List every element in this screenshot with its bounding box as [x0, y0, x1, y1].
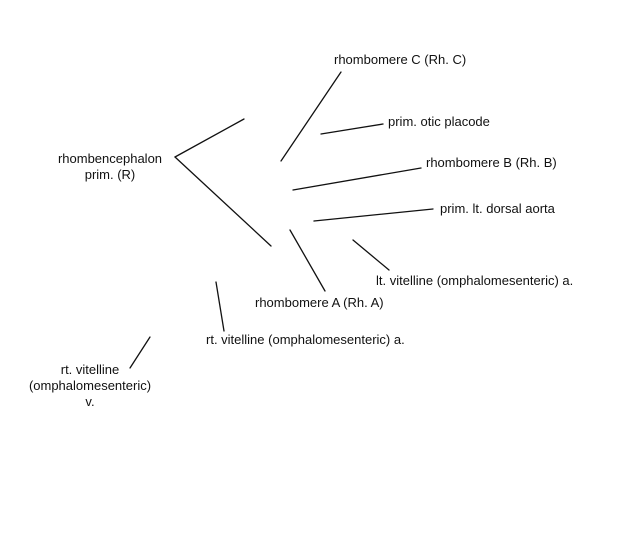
label-rt-vitelline-vein-line3: v.: [85, 394, 95, 409]
label-rhombomere-c: rhombomere C (Rh. C): [334, 52, 467, 67]
leader-otic-placode: [320, 123, 384, 135]
leader-rt-vitelline-artery: [215, 281, 225, 332]
label-rhombencephalon: rhombencephalon prim. (R): [51, 151, 169, 183]
label-rhombomere-b: rhombomere B (Rh. B): [426, 155, 557, 170]
leader-rhombomere-b: [292, 167, 422, 191]
label-dorsal-aorta: prim. lt. dorsal aorta: [440, 201, 555, 216]
label-otic-placode: prim. otic placode: [388, 114, 490, 129]
label-rhombencephalon-line2: prim. (R): [84, 167, 136, 182]
label-rt-vitelline-artery: rt. vitelline (omphalomesenteric) a.: [206, 332, 405, 347]
label-lt-vitelline-artery: lt. vitelline (omphalomesenteric) a.: [376, 273, 574, 288]
leader-lt-vitelline-artery: [352, 239, 390, 271]
label-rt-vitelline-vein: rt. vitelline (omphalomesenteric) v.: [14, 362, 166, 410]
label-rt-vitelline-vein-line1: rt. vitelline: [60, 362, 120, 377]
leader-dorsal-aorta: [313, 208, 434, 222]
leader-rhombencephalon-lower: [174, 156, 272, 247]
leader-rhombomere-a: [289, 229, 326, 292]
label-rhombencephalon-line1: rhombencephalon: [57, 151, 163, 166]
label-rt-vitelline-vein-line2: (omphalomesenteric): [28, 378, 152, 393]
leader-rhombencephalon-upper: [174, 118, 245, 158]
leader-rt-vitelline-vein: [129, 336, 151, 369]
label-rhombomere-a: rhombomere A (Rh. A): [255, 295, 384, 310]
leader-rhombomere-c: [280, 71, 342, 162]
